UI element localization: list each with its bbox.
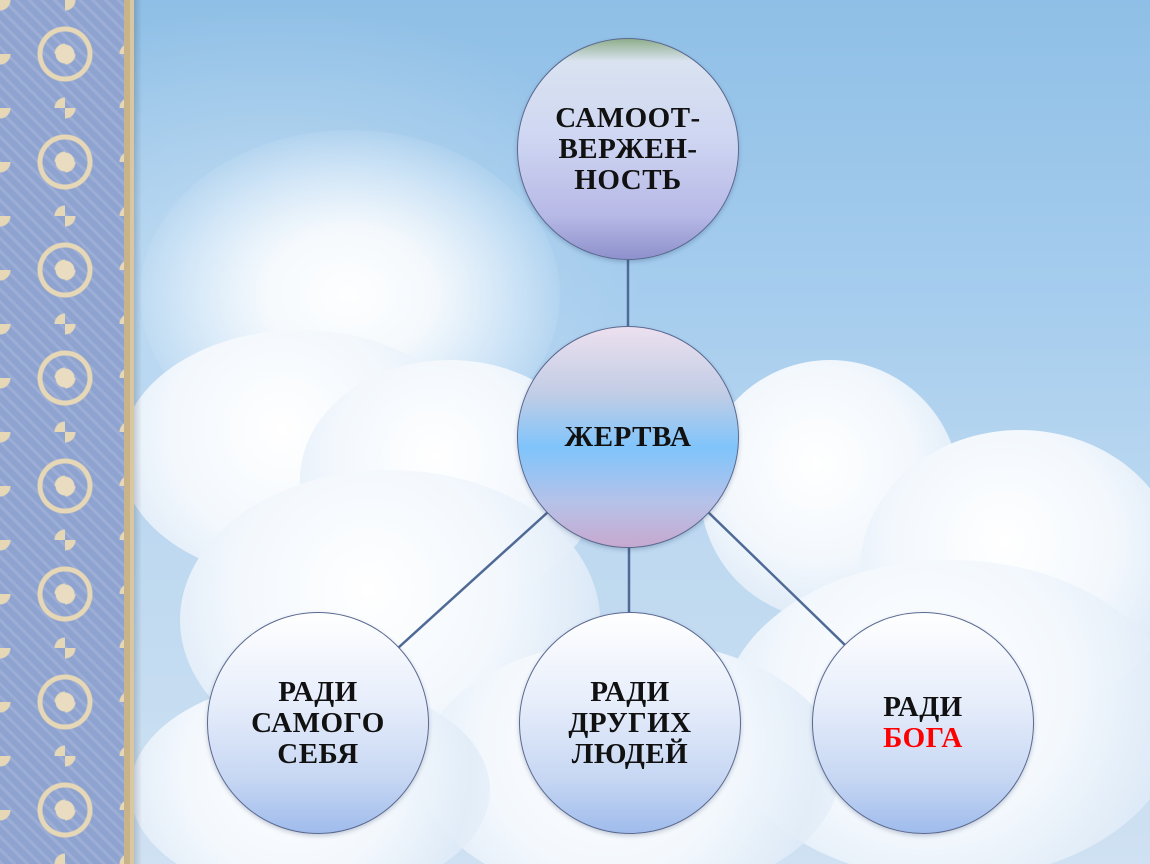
- node-for-oneself-line-2: САМОГО: [251, 706, 385, 739]
- connector-middle-right: [707, 511, 847, 647]
- node-self-denial-line-3: НОСТЬ: [574, 163, 682, 196]
- node-for-others-line-2: ДРУГИХ: [568, 706, 692, 739]
- node-self-denial-line-2: ВЕРЖЕН-: [558, 132, 698, 165]
- node-for-god-label: РАДИ БОГА: [883, 692, 963, 754]
- node-for-others-line-3: ЛЮДЕЙ: [571, 737, 689, 770]
- node-self-denial-line-1: САМООТ-: [555, 101, 701, 134]
- node-for-god: РАДИ БОГА: [812, 612, 1034, 834]
- connector-middle-left: [397, 511, 549, 649]
- node-for-oneself-label: РАДИ САМОГО СЕБЯ: [251, 675, 385, 770]
- node-for-others: РАДИ ДРУГИХ ЛЮДЕЙ: [519, 612, 741, 834]
- node-for-oneself: РАДИ САМОГО СЕБЯ: [207, 612, 429, 834]
- node-self-denial-label: САМООТ- ВЕРЖЕН- НОСТЬ: [555, 101, 701, 196]
- node-for-god-line-2: БОГА: [883, 722, 963, 754]
- node-for-oneself-line-1: РАДИ: [278, 675, 358, 708]
- node-for-others-line-1: РАДИ: [590, 675, 670, 708]
- ornament-border: [0, 0, 142, 864]
- node-sacrifice-line-1: ЖЕРТВА: [564, 420, 692, 453]
- node-for-others-label: РАДИ ДРУГИХ ЛЮДЕЙ: [568, 675, 692, 770]
- node-sacrifice-label: ЖЕРТВА: [564, 420, 692, 453]
- node-sacrifice: ЖЕРТВА: [517, 326, 739, 548]
- node-for-god-line-1: РАДИ: [883, 691, 963, 723]
- node-for-oneself-line-3: СЕБЯ: [277, 737, 359, 770]
- node-self-denial: САМООТ- ВЕРЖЕН- НОСТЬ: [517, 38, 739, 260]
